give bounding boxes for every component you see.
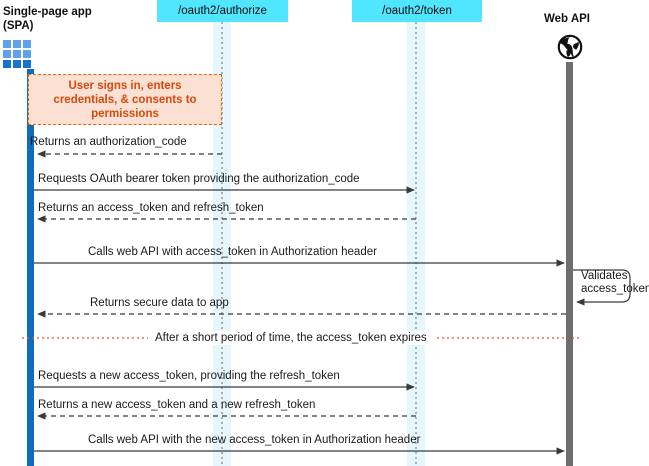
- note-user-signin: User signs in, enters credentials, & con…: [28, 74, 222, 125]
- lifeline-spa: [27, 69, 34, 466]
- message-label-6: Returns secure data to app: [90, 297, 229, 309]
- participant-label-spa-line2: (SPA): [3, 20, 34, 32]
- lifeline-webapi: [566, 62, 573, 466]
- participant-label-webapi: Web API: [544, 13, 591, 25]
- message-label-5: Validates access_token: [581, 270, 649, 296]
- globe-icon: [557, 34, 583, 65]
- participant-header-authorize[interactable]: /oauth2/authorize: [157, 0, 288, 22]
- participant-header-token[interactable]: /oauth2/token: [352, 0, 482, 22]
- message-arrow-5-selfloop: [573, 269, 631, 306]
- participant-label-spa-line1: Single-page app: [3, 6, 92, 18]
- message-label-2: Requests OAuth bearer token providing th…: [38, 173, 360, 185]
- app-grid-icon: [3, 40, 31, 68]
- message-label-3: Returns an access_token and refresh_toke…: [38, 202, 264, 214]
- message-label-7: Requests a new access_token, providing t…: [38, 370, 340, 382]
- message-label-9: Calls web API with the new access_token …: [88, 434, 421, 446]
- divider-label-token-expiry: After a short period of time, the access…: [148, 331, 434, 345]
- message-label-1: Returns an authorization_code: [30, 136, 187, 148]
- message-label-8: Returns a new access_token and a new ref…: [38, 399, 316, 411]
- message-label-5-line1: Validates: [581, 270, 628, 282]
- message-label-4: Calls web API with access_token in Autho…: [88, 246, 377, 258]
- participant-label-spa: Single-page app (SPA): [3, 5, 92, 33]
- message-label-5-line2: access_token: [581, 283, 649, 295]
